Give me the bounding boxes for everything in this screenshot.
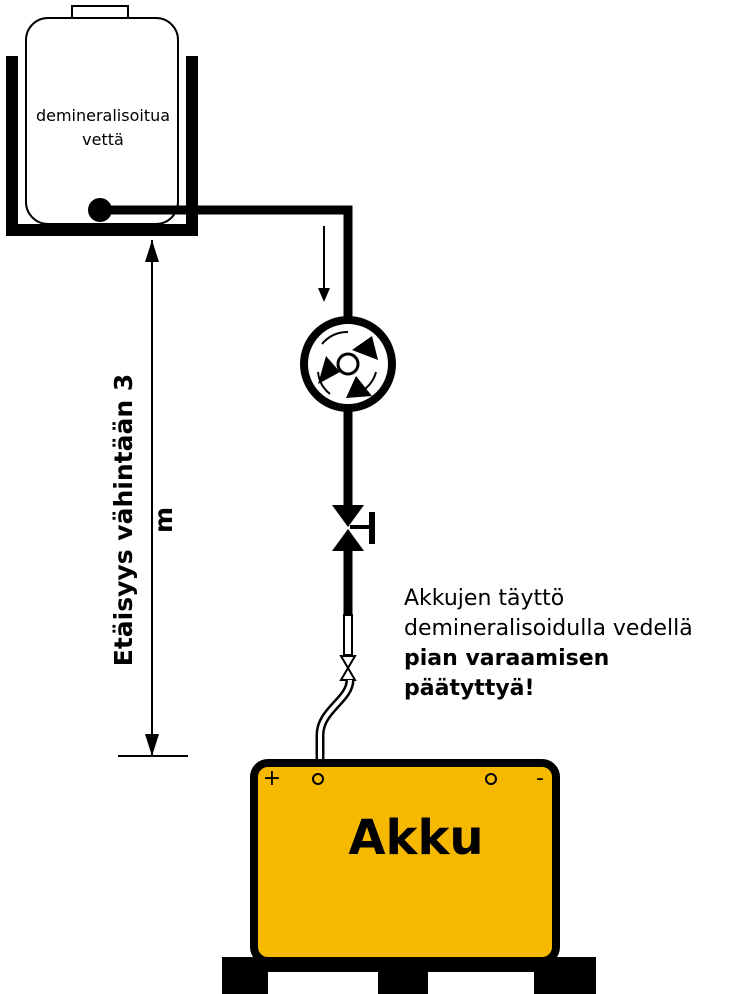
filling-hose-inner [318,679,352,762]
filling-note: Akkujen täyttö demineralisoidulla vedell… [404,584,724,704]
tank-label-line2: vettä [82,130,124,149]
note-line1: Akkujen täyttö [404,586,565,611]
battery-plus-symbol: + [263,766,281,791]
hose-valve-icon [339,614,357,681]
pallet [222,957,596,994]
distance-label: Etäisyys vähintään 3 m [109,373,178,667]
tank-stand [6,56,198,236]
flow-meter-icon [300,316,396,412]
tank-label: demineralisoitua vettä [28,104,178,152]
battery-cell-plug-right [485,773,497,785]
note-line3: pian varaamisen päätyttyä! [404,646,610,701]
water-tank [6,5,198,236]
distance-dimension [118,240,188,757]
battery-label: Akku [348,810,484,866]
battery-cell-plug-left [312,773,324,785]
note-line2: demineralisoidulla vedellä [404,616,693,641]
battery-minus-symbol: - [536,766,544,791]
shutoff-valve-icon [332,505,375,551]
flow-direction-arrow-icon [318,226,330,302]
tank-label-line1: demineralisoitua [35,106,171,125]
